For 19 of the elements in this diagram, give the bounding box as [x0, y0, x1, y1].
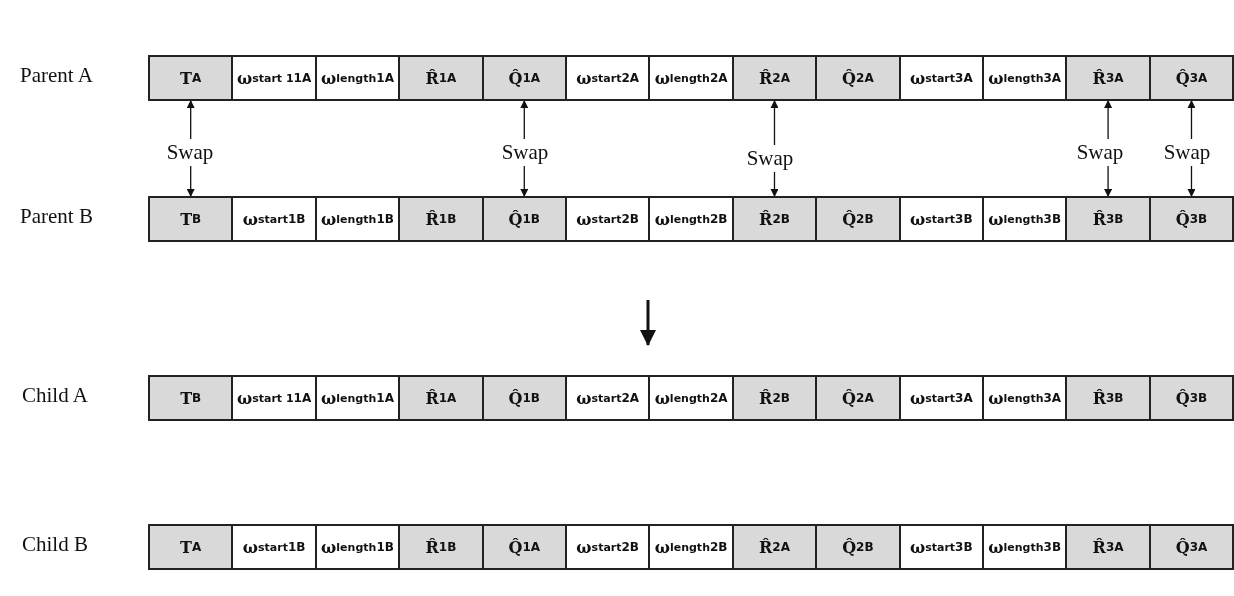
swap-label: Swap — [501, 140, 549, 165]
arrow — [186, 165, 195, 197]
row-label: Parent B — [20, 204, 93, 229]
arrow — [1104, 165, 1113, 197]
swap-label: Swap — [166, 140, 214, 165]
arrow — [520, 165, 529, 197]
swap-label: Swap — [1076, 140, 1124, 165]
arrow — [770, 100, 779, 146]
row-label: Child A — [22, 383, 88, 408]
arrow — [186, 100, 195, 140]
arrow — [1104, 100, 1113, 140]
arrow — [770, 171, 779, 197]
arrow — [1187, 100, 1196, 140]
swap-label: Swap — [1163, 140, 1211, 165]
arrow — [520, 100, 529, 140]
row-label: Child B — [22, 532, 88, 557]
row-label: Parent A — [20, 63, 93, 88]
arrow — [1187, 165, 1196, 197]
swap-label: Swap — [746, 146, 794, 171]
